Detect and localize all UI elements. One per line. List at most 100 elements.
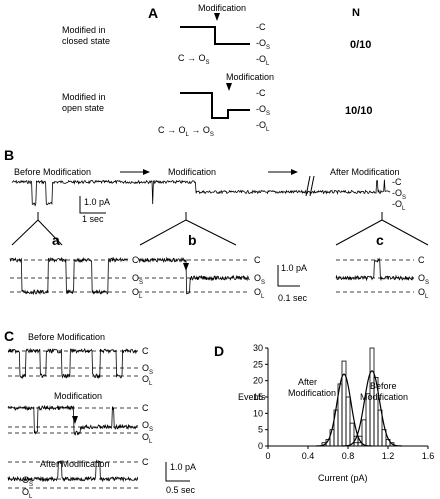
panel-b-after-label: After Modification bbox=[330, 167, 400, 177]
panel-a-modification-label-1: Modification bbox=[198, 3, 246, 13]
inset-c-level-ol: OL bbox=[418, 287, 429, 300]
arrow-1-head bbox=[143, 169, 150, 175]
histogram-bar-before-7 bbox=[381, 429, 387, 447]
inset-c-trace bbox=[335, 257, 414, 282]
series-after-label-2: Modification bbox=[288, 388, 336, 398]
x-axis-label: Current (pA) bbox=[318, 473, 368, 483]
c-after-level-os: OS bbox=[22, 475, 33, 488]
x-tick-label-2: 0.8 bbox=[342, 451, 355, 461]
panel-c-after-label: After Modification bbox=[40, 459, 110, 469]
y-tick-label-3: 15 bbox=[253, 392, 263, 402]
inset-a-level-ol: OL bbox=[132, 287, 143, 300]
bracket-c bbox=[335, 212, 429, 246]
y-tick-label-6: 30 bbox=[253, 343, 263, 353]
row1-label-1: Modified in bbox=[62, 25, 106, 35]
inset-c-level-c: C bbox=[418, 255, 425, 265]
break-mark-1 bbox=[305, 175, 311, 197]
row1-level-os: -OS bbox=[256, 38, 270, 51]
gaussian-fit-after bbox=[316, 373, 372, 447]
modification-arrowhead-1 bbox=[214, 13, 220, 21]
c-after-level-ol: OL bbox=[22, 487, 33, 499]
inset-a-trace bbox=[9, 256, 128, 296]
y-axis-label: Events bbox=[238, 392, 266, 402]
histogram-bar-before-6 bbox=[377, 409, 383, 447]
inset-b-level-c: C bbox=[254, 255, 261, 265]
c-before-level-c: C bbox=[142, 346, 149, 356]
inset-scale-pa: 1.0 pA bbox=[281, 263, 307, 273]
panel-d-label: D bbox=[214, 343, 224, 359]
trace-b-scale-sec: 1 sec bbox=[82, 214, 104, 224]
c-scale-sec: 0.5 sec bbox=[166, 485, 196, 495]
row1-label-2: closed state bbox=[62, 36, 110, 46]
c-scale-pa: 1.0 pA bbox=[170, 462, 196, 472]
inset-a-level-c: C bbox=[132, 255, 139, 265]
y-tick-label-1: 5 bbox=[258, 425, 263, 435]
row2-label-1: Modified in bbox=[62, 92, 106, 102]
inset-b-trace bbox=[137, 256, 250, 295]
x-tick-label-0: 0 bbox=[265, 451, 270, 461]
modification-arrowhead-2 bbox=[226, 83, 232, 91]
inset-a-level-os: OS bbox=[132, 273, 143, 286]
trace-b-scalebar bbox=[79, 196, 106, 214]
x-tick-label-4: 1.6 bbox=[422, 451, 435, 461]
gaussian-fit-before bbox=[342, 370, 402, 447]
inset-b-level-os: OS bbox=[254, 273, 265, 286]
c-scalebar bbox=[165, 462, 190, 482]
panel-b-before-label: Before Modification bbox=[14, 167, 91, 177]
panel-c-before-label: Before Modification bbox=[28, 332, 105, 342]
x-tick-label-1: 0.4 bbox=[302, 451, 315, 461]
y-tick-label-0: 0 bbox=[258, 441, 263, 451]
y-tick-label-2: 10 bbox=[253, 408, 263, 418]
panel-a-modification-label-2: Modification bbox=[226, 72, 274, 82]
row1-level-ol: -OL bbox=[256, 54, 270, 67]
trace-b-level-c: -C bbox=[392, 177, 402, 187]
y-tick-label-4: 20 bbox=[253, 376, 263, 386]
inset-b-level-ol: OL bbox=[254, 287, 265, 300]
panel-b-modification-label: Modification bbox=[168, 167, 216, 177]
c-after-trace bbox=[7, 459, 138, 483]
c-modification-trace bbox=[7, 404, 138, 436]
panel-a-label: A bbox=[148, 5, 158, 21]
c-before-level-ol: OL bbox=[142, 374, 153, 387]
c-before-level-os: OS bbox=[142, 363, 153, 376]
break-mark-2 bbox=[309, 175, 315, 197]
bracket-a bbox=[11, 212, 63, 246]
c-after-level-c: C bbox=[142, 457, 149, 467]
inset-scale-sec: 0.1 sec bbox=[278, 293, 308, 303]
arrow-2-head bbox=[291, 169, 298, 175]
x-tick-label-3: 1.2 bbox=[382, 451, 395, 461]
current-histogram-chart: 0 5 10 15 20 25 30 0 0.4 0.8 1.2 1.6 bbox=[253, 343, 434, 461]
panel-b-label: B bbox=[4, 147, 14, 163]
inset-scalebar bbox=[277, 265, 300, 287]
inset-c-level-os: OS bbox=[418, 273, 429, 286]
inset-a-label: a bbox=[52, 232, 60, 248]
inset-b-modification-arrowhead bbox=[183, 263, 189, 271]
bracket-b bbox=[139, 212, 237, 246]
series-before-label-2: Modification bbox=[360, 392, 408, 402]
row2-level-os: -OS bbox=[256, 104, 270, 117]
c-mod-level-c: C bbox=[142, 403, 149, 413]
histogram-bar-after-7 bbox=[349, 422, 355, 447]
row2-schematic-trace bbox=[180, 92, 250, 119]
trace-b-scale-pa: 1.0 pA bbox=[84, 197, 110, 207]
series-after-label-1: After bbox=[298, 377, 317, 387]
inset-c-label: c bbox=[376, 232, 384, 248]
c-mod-level-ol: OL bbox=[142, 432, 153, 445]
row1-scheme: C → OS bbox=[178, 53, 210, 66]
continuous-recording-trace bbox=[11, 179, 391, 207]
inset-b-label: b bbox=[188, 232, 197, 248]
panel-c-modification-label: Modification bbox=[54, 391, 102, 401]
row1-level-c: -C bbox=[256, 22, 266, 32]
c-mod-level-os: OS bbox=[142, 420, 153, 433]
histogram-bar-after-2 bbox=[329, 429, 335, 447]
panel-c-label: C bbox=[4, 328, 14, 344]
row1-schematic-trace bbox=[180, 26, 250, 45]
n-header: N bbox=[352, 7, 360, 19]
c-modification-arrowhead bbox=[72, 416, 78, 424]
histogram-bar-before-2 bbox=[361, 419, 367, 447]
c-before-trace bbox=[7, 347, 138, 380]
y-tick-label-5: 25 bbox=[253, 359, 263, 369]
row2-count: 10/10 bbox=[345, 105, 373, 117]
histogram-bar-after-6 bbox=[345, 396, 351, 447]
